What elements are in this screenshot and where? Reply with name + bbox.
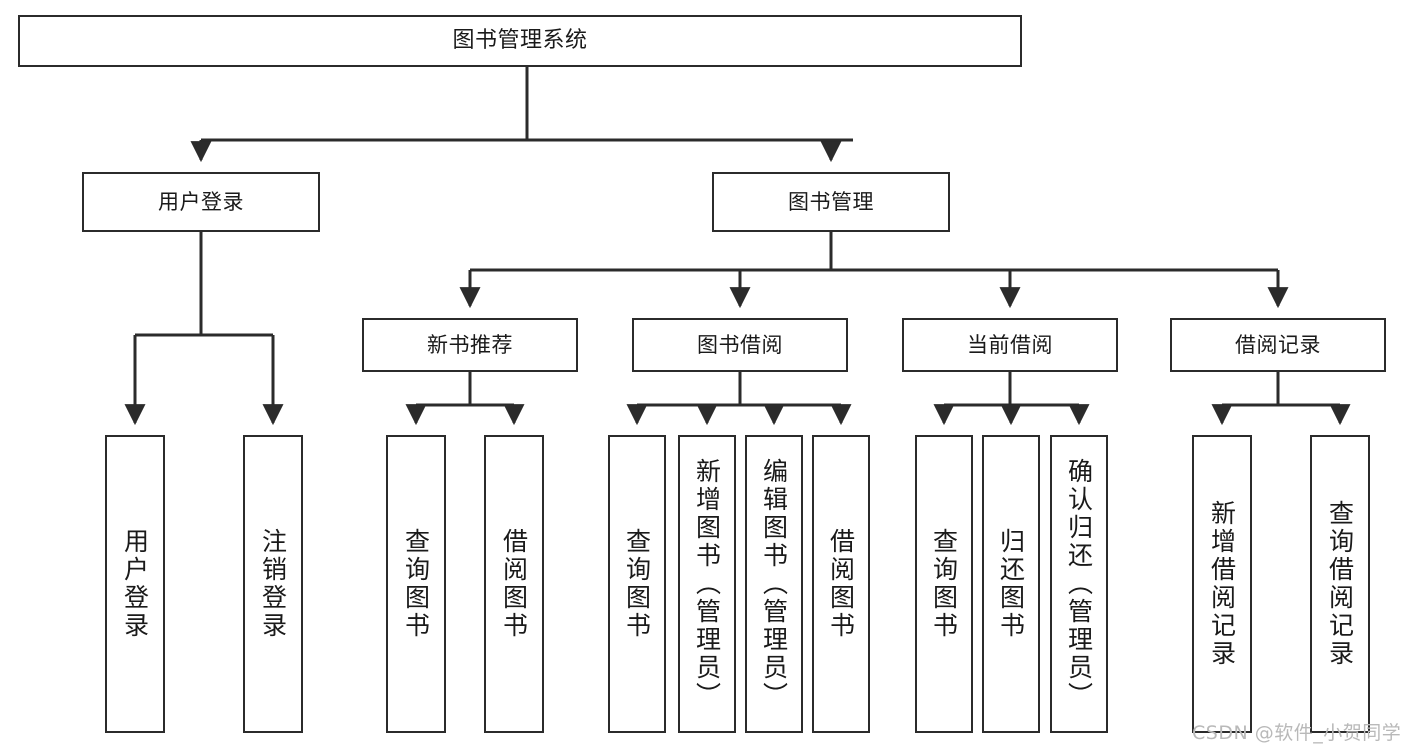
- node-level2-user-login-label: 用户登录: [158, 189, 244, 214]
- node-leaf-add-borrow-record-label: 新增借阅记录: [1207, 500, 1237, 668]
- node-level3-new-book-recommend[interactable]: 新书推荐: [362, 318, 578, 372]
- node-level3-current-borrow[interactable]: 当前借阅: [902, 318, 1118, 372]
- node-leaf-borrow-book-recommend-label: 借阅图书: [499, 528, 529, 640]
- node-leaf-logout-label: 注销登录: [258, 528, 288, 640]
- node-leaf-return-book-label: 归还图书: [996, 528, 1026, 640]
- node-leaf-logout[interactable]: 注销登录: [243, 435, 303, 733]
- node-level2-book-management-label: 图书管理: [788, 189, 874, 214]
- node-leaf-edit-book-admin-label: 编辑图书（管理员）: [759, 458, 789, 710]
- node-leaf-confirm-return-admin[interactable]: 确认归还（管理员）: [1050, 435, 1108, 733]
- node-leaf-query-book-borrow-label: 查询图书: [622, 528, 652, 640]
- node-leaf-borrow-book[interactable]: 借阅图书: [812, 435, 870, 733]
- node-leaf-confirm-return-admin-label: 确认归还（管理员）: [1064, 458, 1094, 710]
- node-leaf-user-login[interactable]: 用户登录: [105, 435, 165, 733]
- watermark: CSDN @软件_小贺同学: [1192, 722, 1402, 744]
- node-level3-book-borrow-label: 图书借阅: [697, 332, 783, 357]
- node-leaf-add-book-admin-label: 新增图书（管理员）: [692, 458, 722, 710]
- node-leaf-query-borrow-record[interactable]: 查询借阅记录: [1310, 435, 1370, 733]
- node-leaf-add-book-admin[interactable]: 新增图书（管理员）: [678, 435, 736, 733]
- node-leaf-query-book-borrow[interactable]: 查询图书: [608, 435, 666, 733]
- node-leaf-add-borrow-record[interactable]: 新增借阅记录: [1192, 435, 1252, 733]
- node-leaf-query-borrow-record-label: 查询借阅记录: [1325, 500, 1355, 668]
- node-level3-new-book-recommend-label: 新书推荐: [427, 332, 513, 357]
- node-level3-borrow-records-label: 借阅记录: [1235, 332, 1321, 357]
- node-root[interactable]: 图书管理系统: [18, 15, 1022, 67]
- node-level3-current-borrow-label: 当前借阅: [967, 332, 1053, 357]
- node-level2-book-management[interactable]: 图书管理: [712, 172, 950, 232]
- node-level3-borrow-records[interactable]: 借阅记录: [1170, 318, 1386, 372]
- node-leaf-query-book-recommend-label: 查询图书: [401, 528, 431, 640]
- node-root-label: 图书管理系统: [452, 28, 588, 54]
- node-leaf-query-book-current[interactable]: 查询图书: [915, 435, 973, 733]
- node-leaf-query-book-current-label: 查询图书: [929, 528, 959, 640]
- node-leaf-edit-book-admin[interactable]: 编辑图书（管理员）: [745, 435, 803, 733]
- node-leaf-return-book[interactable]: 归还图书: [982, 435, 1040, 733]
- node-leaf-borrow-book-recommend[interactable]: 借阅图书: [484, 435, 544, 733]
- node-leaf-borrow-book-label: 借阅图书: [826, 528, 856, 640]
- node-leaf-user-login-label: 用户登录: [120, 528, 150, 640]
- node-level2-user-login[interactable]: 用户登录: [82, 172, 320, 232]
- node-leaf-query-book-recommend[interactable]: 查询图书: [386, 435, 446, 733]
- node-level3-book-borrow[interactable]: 图书借阅: [632, 318, 848, 372]
